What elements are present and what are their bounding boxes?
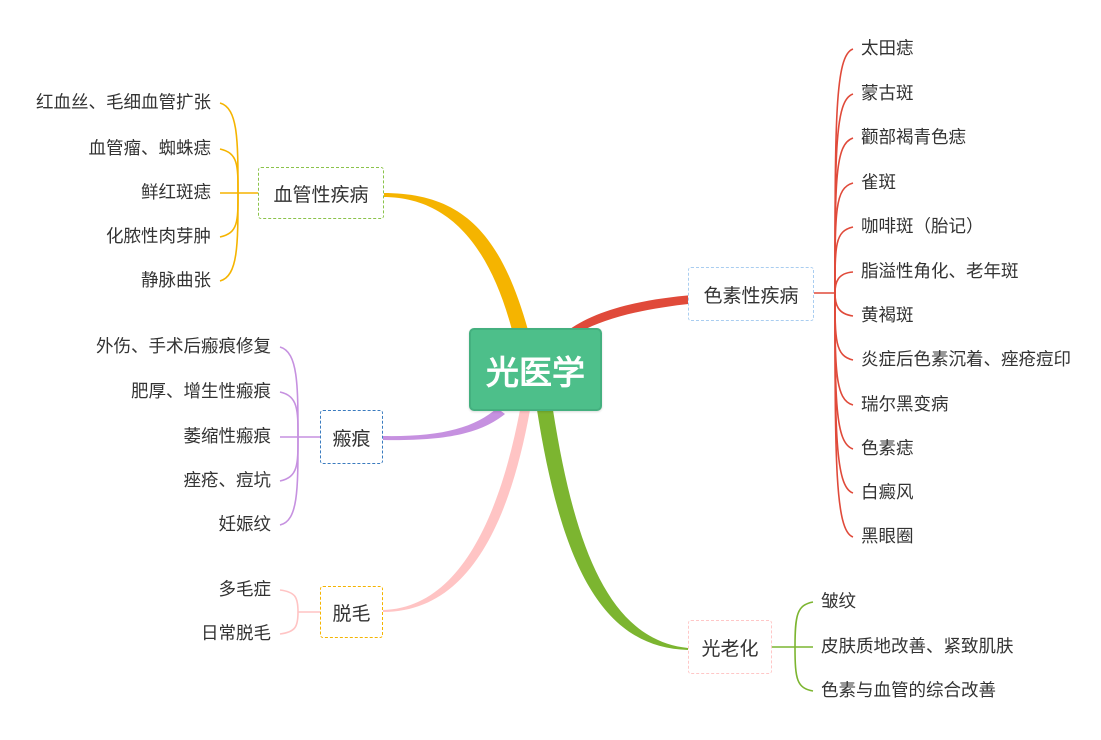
branch-connector-scar: [383, 408, 505, 441]
leaf-scar-4[interactable]: 痤疮、痘坑: [183, 471, 272, 491]
pigment-leaf-connectors: [814, 48, 854, 538]
leaf-vascular-4[interactable]: 化脓性肉芽肿: [106, 227, 211, 247]
aging-leaf-connectors: [772, 601, 814, 692]
leaf-pigment-9[interactable]: 瑞尔黑变病: [861, 395, 949, 415]
leaf-vascular-1[interactable]: 红血丝、毛细血管扩张: [36, 93, 211, 113]
leaf-hair-2[interactable]: 日常脱毛: [201, 624, 271, 644]
branch-connector-vascular: [383, 193, 528, 330]
leaf-pigment-2[interactable]: 蒙古斑: [861, 84, 914, 104]
leaf-aging-1[interactable]: 皱纹: [821, 592, 856, 612]
leaf-pigment-8[interactable]: 炎症后色素沉着、痤疮痘印: [861, 350, 1071, 370]
leaf-pigment-12[interactable]: 黑眼圈: [861, 527, 914, 547]
leaf-vascular-3[interactable]: 鲜红斑痣: [141, 183, 211, 203]
leaf-hair-1[interactable]: 多毛症: [218, 580, 272, 600]
branch-node-aging[interactable]: 光老化: [688, 620, 772, 674]
leaf-pigment-4[interactable]: 雀斑: [861, 173, 896, 193]
leaf-pigment-10[interactable]: 色素痣: [861, 439, 914, 459]
leaf-scar-1[interactable]: 外伤、手术后瘢痕修复: [96, 337, 271, 357]
leaf-pigment-6[interactable]: 脂溢性角化、老年斑: [861, 262, 1019, 282]
leaf-aging-3[interactable]: 色素与血管的综合改善: [821, 681, 996, 701]
scar-leaf-connectors: [279, 346, 320, 526]
leaf-aging-2[interactable]: 皮肤质地改善、紧致肌肤: [821, 637, 1014, 657]
vascular-leaf-connectors: [219, 102, 258, 282]
leaf-scar-3[interactable]: 萎缩性瘢痕: [183, 427, 272, 447]
leaf-pigment-1[interactable]: 太田痣: [861, 39, 914, 59]
root-node[interactable]: 光医学: [469, 328, 602, 411]
branch-node-hair[interactable]: 脱毛: [320, 586, 383, 638]
branch-node-scar[interactable]: 瘢痕: [320, 410, 383, 464]
leaf-vascular-2[interactable]: 血管瘤、蜘蛛痣: [88, 139, 212, 159]
leaf-pigment-7[interactable]: 黄褐斑: [861, 306, 914, 326]
leaf-vascular-5[interactable]: 静脉曲张: [141, 271, 211, 291]
leaf-scar-2[interactable]: 肥厚、增生性瘢痕: [131, 382, 271, 402]
leaf-scar-5[interactable]: 妊娠纹: [218, 515, 272, 535]
leaf-pigment-5[interactable]: 咖啡斑（胎记）: [861, 217, 984, 237]
branch-node-pigment[interactable]: 色素性疾病: [688, 267, 814, 321]
hair-leaf-connectors: [279, 589, 320, 635]
branch-connector-hair: [383, 410, 530, 612]
leaf-pigment-3[interactable]: 颧部褐青色痣: [861, 128, 966, 148]
branch-connector-aging: [537, 410, 688, 650]
branch-node-vascular[interactable]: 血管性疾病: [258, 167, 384, 219]
leaf-pigment-11[interactable]: 白癜风: [861, 483, 914, 503]
